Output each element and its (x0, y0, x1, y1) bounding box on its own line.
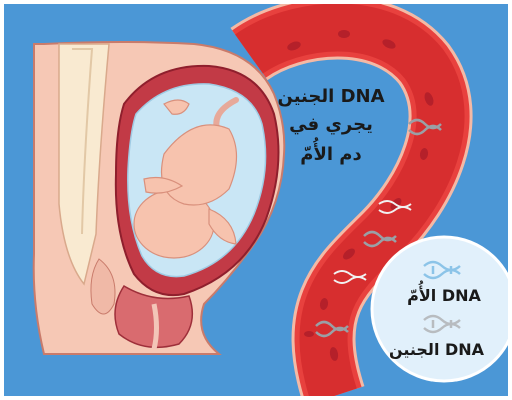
pregnancy-illustration (4, 4, 508, 396)
caption-line-2: يجري في (276, 112, 386, 137)
illustration-frame: DNA الجنين يجري في دم الأُمّ DNA الأُمّ … (4, 4, 508, 396)
legend-fetal-dna-label: DNA الجنين (384, 340, 489, 360)
caption-line-1: DNA الجنين (276, 84, 386, 109)
legend-mother-dna-label: DNA الأُمّ (399, 286, 489, 306)
caption-line-3: دم الأُمّ (276, 142, 386, 167)
